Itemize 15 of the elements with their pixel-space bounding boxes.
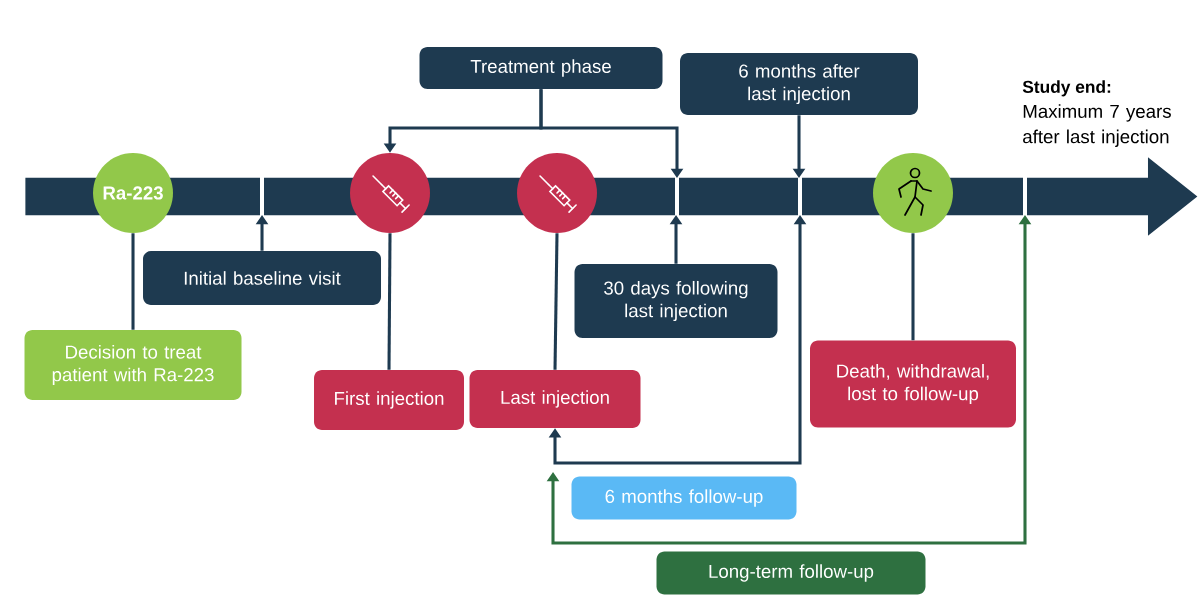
connector-line xyxy=(911,233,915,341)
heading: Study end: xyxy=(1022,80,1111,97)
connector-line xyxy=(553,233,559,370)
event-box: Death, withdrawal, lost to follow-up xyxy=(810,340,1016,428)
timepoint-box: 6 months after last injection xyxy=(680,53,918,115)
event-box: Last injection xyxy=(469,370,641,428)
period-box: Long-term follow-up xyxy=(656,551,926,595)
event-box: First injection xyxy=(314,370,464,430)
phase-box: Treatment phase xyxy=(419,47,663,89)
connector-line xyxy=(387,233,392,370)
connector-line xyxy=(131,233,135,330)
timepoint-box: Initial baseline visit xyxy=(143,251,381,305)
timepoint-box: 30 days following last injection xyxy=(574,264,778,338)
period-box: 6 months follow-up xyxy=(571,476,797,520)
event-box: Decision to treat patient with Ra-223 xyxy=(24,330,242,400)
